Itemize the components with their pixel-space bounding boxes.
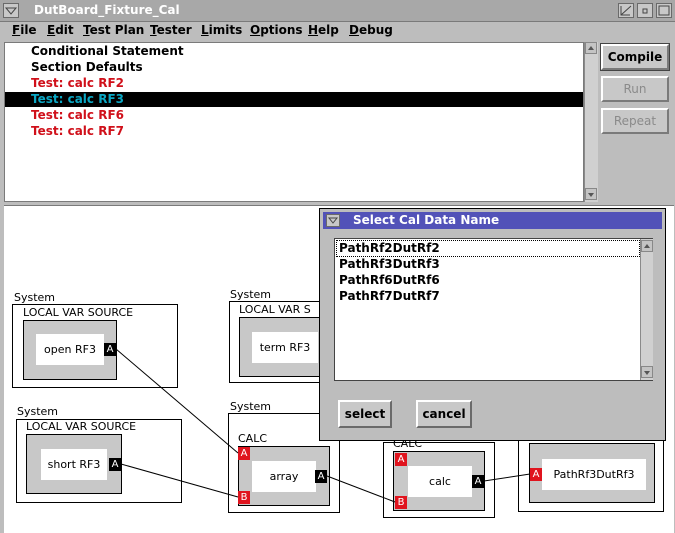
list-item[interactable]: Conditional Statement <box>31 44 184 58</box>
system-label: System <box>14 291 56 304</box>
port-in-b[interactable]: B <box>395 496 407 509</box>
test-list-scrollbar[interactable] <box>584 42 598 202</box>
node-short-rf3[interactable]: short RF3 <box>26 434 122 494</box>
scroll-down-icon[interactable] <box>641 366 653 378</box>
menu-help[interactable]: Help <box>308 23 339 37</box>
menu-tester[interactable]: Tester <box>150 23 192 37</box>
node-label: term RF3 <box>252 332 318 363</box>
node-title: LOCAL VAR SOURCE <box>26 420 137 433</box>
window-title: DutBoard_Fixture_Cal <box>34 3 180 17</box>
list-item[interactable]: Section Defaults <box>31 60 143 74</box>
node-label: array <box>252 461 316 492</box>
test-plan-list[interactable]: Conditional Statement Section Defaults T… <box>4 42 584 202</box>
node-title: LOCAL VAR SOURCE <box>23 306 134 319</box>
port-out-a[interactable]: A <box>315 470 327 483</box>
list-item[interactable]: Test: calc RF6 <box>31 108 124 122</box>
repeat-button[interactable]: Repeat <box>601 108 669 134</box>
node-label: short RF3 <box>41 449 107 480</box>
run-button[interactable]: Run <box>601 76 669 102</box>
menu-bar: File Edit Test Plan Tester Limits Option… <box>0 22 675 40</box>
port-in-a[interactable]: A <box>395 453 407 466</box>
menu-file[interactable]: File <box>12 23 37 37</box>
system-label: System <box>230 400 272 413</box>
node-label: calc <box>408 466 472 497</box>
scroll-up-icon[interactable] <box>585 42 597 54</box>
port-out-a[interactable]: A <box>472 475 484 488</box>
cancel-button[interactable]: cancel <box>416 400 472 428</box>
node-term-rf3[interactable]: term RF3 <box>239 317 329 377</box>
window-titlebar[interactable]: DutBoard_Fixture_Cal <box>0 0 675 22</box>
scroll-down-icon[interactable] <box>585 188 597 200</box>
list-item[interactable]: PathRf2DutRf2 <box>336 240 640 257</box>
menu-options[interactable]: Options <box>250 23 303 37</box>
node-path-rf3[interactable]: PathRf3DutRf3 <box>529 443 655 503</box>
node-calc[interactable]: calc <box>393 451 485 511</box>
port-in-a[interactable]: A <box>238 447 250 460</box>
node-title: LOCAL VAR S <box>239 303 311 316</box>
menu-test-plan[interactable]: Test Plan <box>83 23 145 37</box>
maximize-icon[interactable] <box>656 3 672 18</box>
node-label: PathRf3DutRf3 <box>542 459 646 490</box>
select-cal-data-dialog: Select Cal Data Name PathRf2DutRf2 PathR… <box>319 208 666 441</box>
minimize-icon[interactable] <box>637 3 653 18</box>
menu-debug[interactable]: Debug <box>349 23 393 37</box>
cal-data-list[interactable]: PathRf2DutRf2 PathRf3DutRf3 PathRf6DutRf… <box>334 238 653 381</box>
resize-icon[interactable] <box>618 3 634 18</box>
dialog-titlebar[interactable]: Select Cal Data Name <box>323 212 662 229</box>
list-item[interactable]: PathRf6DutRf6 <box>339 273 440 287</box>
port-in-b[interactable]: B <box>238 491 250 504</box>
list-item[interactable]: Test: calc RF2 <box>31 76 124 90</box>
menu-edit[interactable]: Edit <box>47 23 74 37</box>
compile-button[interactable]: Compile <box>600 43 670 71</box>
window-menu-icon[interactable] <box>3 3 19 18</box>
scroll-up-icon[interactable] <box>641 240 653 252</box>
node-label: open RF3 <box>36 334 104 365</box>
system-label: System <box>17 405 59 418</box>
node-open-rf3[interactable]: open RF3 <box>23 320 117 380</box>
menu-limits[interactable]: Limits <box>201 23 243 37</box>
dialog-title: Select Cal Data Name <box>353 213 500 227</box>
select-button[interactable]: select <box>338 400 392 428</box>
node-title: CALC <box>238 432 268 445</box>
list-item[interactable]: Test: calc RF7 <box>31 124 124 138</box>
dialog-scrollbar[interactable] <box>640 239 653 380</box>
node-array[interactable]: array <box>238 446 330 506</box>
list-item-selected[interactable]: Test: calc RF3 <box>5 92 583 107</box>
dialog-menu-icon[interactable] <box>326 214 340 227</box>
port-out-a[interactable]: A <box>109 458 121 471</box>
list-item[interactable]: PathRf7DutRf7 <box>339 289 440 303</box>
port-in-a[interactable]: A <box>530 468 542 481</box>
system-label: System <box>230 288 272 301</box>
list-item[interactable]: PathRf3DutRf3 <box>339 257 440 271</box>
port-out-a[interactable]: A <box>104 343 116 356</box>
